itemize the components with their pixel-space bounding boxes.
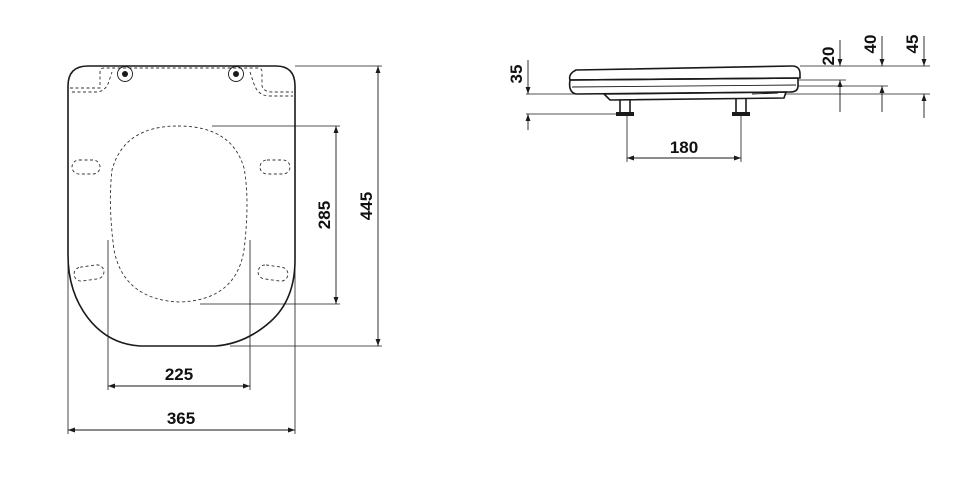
hinge-right bbox=[228, 66, 244, 82]
rear-recess-inner bbox=[72, 71, 113, 93]
dim-lid-thickness: 20 bbox=[819, 47, 838, 66]
dim-opening-width: 225 bbox=[165, 365, 193, 384]
side-view: 180 35 20 40 45 bbox=[507, 35, 930, 162]
hinge-post-left bbox=[616, 100, 634, 116]
underside-profile bbox=[602, 91, 788, 101]
rear-recess-right bbox=[249, 71, 293, 97]
buffer-front-right bbox=[259, 159, 291, 175]
buffer-front-left bbox=[71, 159, 101, 175]
buffer-rear-right bbox=[257, 264, 289, 282]
dim-overall-length: 445 bbox=[357, 192, 376, 220]
rear-recess bbox=[70, 67, 293, 93]
dim-opening-length: 285 bbox=[315, 201, 334, 229]
dim-overall-width: 365 bbox=[167, 409, 195, 428]
dim-height-b: 45 bbox=[903, 35, 922, 54]
seat-profile bbox=[568, 77, 799, 95]
dim-hinge-spacing: 180 bbox=[670, 138, 698, 157]
seat-opening bbox=[109, 125, 248, 303]
buffer-rear-left bbox=[73, 264, 105, 282]
dim-fixing-offset: 35 bbox=[507, 65, 526, 84]
hinge-left bbox=[117, 66, 133, 82]
hinge-post-right bbox=[732, 99, 750, 116]
dim-height-a: 40 bbox=[861, 35, 880, 54]
top-view: 365 225 285 445 bbox=[67, 65, 382, 434]
lid-profile bbox=[568, 65, 801, 81]
